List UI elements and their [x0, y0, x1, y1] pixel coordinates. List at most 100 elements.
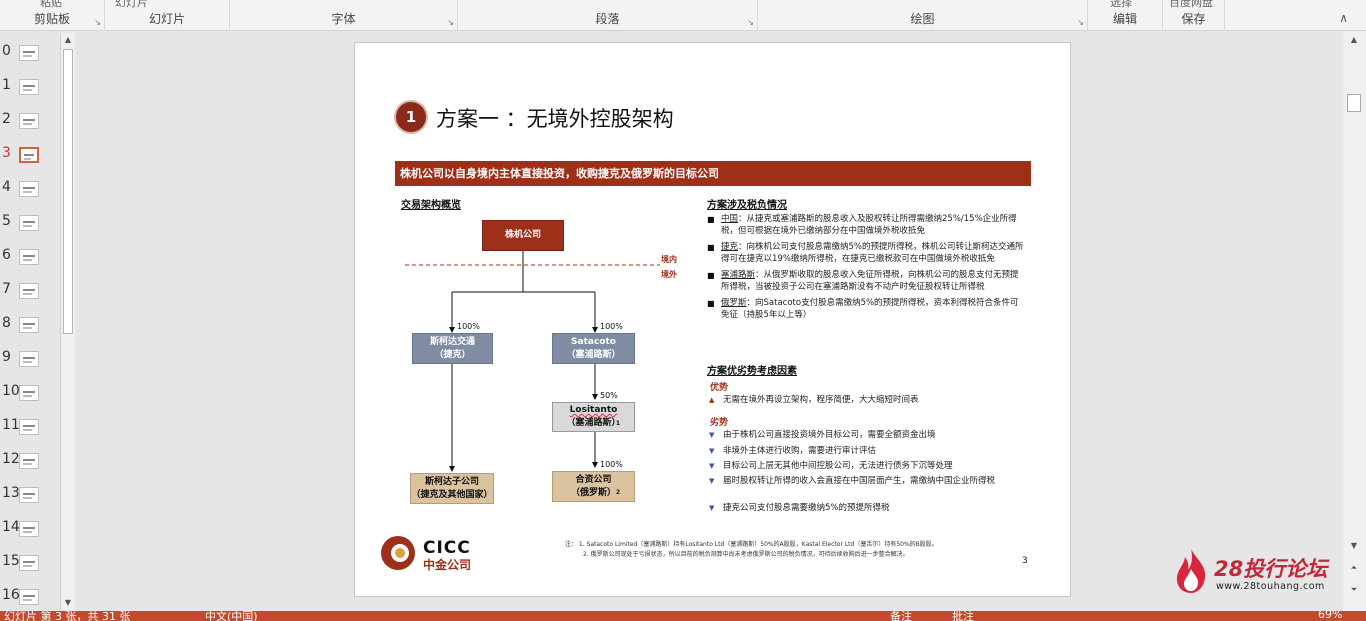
slide-thumbnail-number: 0	[2, 43, 11, 59]
slide-thumbnail-number: 11	[2, 417, 20, 433]
slide-thumbnail-image[interactable]	[19, 181, 39, 197]
footnotes[interactable]: 注： 1. Satacoto Limited（塞浦路斯）持有Lositanto …	[565, 540, 938, 560]
list-item[interactable]: ▼捷克公司支付股息需要缴纳5%的预提所得税	[709, 503, 890, 513]
group-label-editing: 编辑	[1112, 12, 1137, 26]
list-item[interactable]: ▲无需在境外再设立架构，程序简便，大大缩短时间表	[709, 395, 919, 405]
scroll-up-icon[interactable]: ▲	[64, 35, 72, 44]
slide-thumbnail[interactable]: 11	[0, 411, 60, 445]
next-slide-icon[interactable]: ⏷	[1350, 585, 1358, 594]
slide-thumbnail[interactable]: 15	[0, 547, 60, 581]
slide-thumbnail[interactable]: 9	[0, 343, 60, 377]
new-slide-label[interactable]: 幻灯片	[115, 0, 148, 9]
org-box-skoda-transport[interactable]: 斯柯达交通 （捷克）	[412, 333, 493, 364]
org-box-skoda-subsidiaries[interactable]: 斯柯达子公司 （捷克及其他国家）	[410, 473, 494, 504]
list-item[interactable]: ■塞浦路斯：从俄罗斯收取的股息收入免征所得税，向株机公司的股息支付无预提所得税，…	[707, 270, 1019, 292]
scroll-up-icon[interactable]: ▲	[1350, 35, 1358, 44]
dialog-launcher-icon[interactable]: ↘	[447, 18, 454, 27]
slide-thumbnail-image[interactable]	[19, 419, 39, 435]
ribbon-group-clipboard[interactable]: 粘贴 剪贴板 ↘	[0, 0, 105, 31]
previous-slide-icon[interactable]: ⏶	[1350, 563, 1358, 572]
ribbon-group-save[interactable]: 百度网盘 保存	[1163, 0, 1225, 31]
ribbon-group-editing[interactable]: 选择 编辑	[1088, 0, 1163, 31]
slide-thumbnail[interactable]: 12	[0, 445, 60, 479]
structure-heading: 交易架构概览	[401, 200, 461, 211]
list-item[interactable]: ▼目标公司上层无其他中间控股公司，无法进行债务下沉等处理	[709, 461, 953, 471]
slide-thumbnail-image[interactable]	[19, 283, 39, 299]
scroll-down-icon[interactable]: ▼	[1350, 541, 1358, 550]
dialog-launcher-icon[interactable]: ↘	[94, 18, 101, 27]
slide-thumbnail-image[interactable]	[19, 521, 39, 537]
dialog-launcher-icon[interactable]: ↘	[747, 18, 754, 27]
slide-thumbnail-image[interactable]	[19, 487, 39, 503]
dialog-launcher-icon[interactable]: ↘	[1077, 18, 1084, 27]
list-item[interactable]: ■捷克：向株机公司支付股息需缴纳5%的预提所得税，株机公司转让斯柯达交通所得可在…	[707, 242, 1024, 264]
slide-thumbnail[interactable]: 2	[0, 105, 60, 139]
slide-thumbnail-image[interactable]	[19, 555, 39, 571]
thumbnail-scrollbar[interactable]: ▲ ▼	[60, 33, 75, 610]
language-indicator[interactable]: 中文(中国)	[205, 611, 258, 621]
slide-thumbnail[interactable]: 10	[0, 377, 60, 411]
slide-thumbnail-image[interactable]	[19, 79, 39, 95]
slide-banner[interactable]: 株机公司以自身境内主体直接投资，收购捷克及俄罗斯的目标公司	[395, 161, 1031, 186]
slide-thumbnail[interactable]: 1	[0, 71, 60, 105]
slide-thumbnail-image[interactable]	[19, 453, 39, 469]
notes-button[interactable]: 备注	[890, 611, 912, 621]
triangle-down-icon: ▼	[709, 477, 715, 485]
org-box-joint-venture[interactable]: 合资公司 （俄罗斯） 2	[552, 471, 635, 502]
baidu-pan-label[interactable]: 百度网盘	[1169, 0, 1213, 9]
list-item[interactable]: ▼非境外主体进行收购，需要进行审计评估	[709, 446, 877, 456]
slide-thumbnail[interactable]: 4	[0, 173, 60, 207]
slide-thumbnail[interactable]: 5	[0, 207, 60, 241]
slide-thumbnail-image[interactable]	[19, 317, 39, 333]
org-box-label: 斯柯达子公司	[424, 476, 479, 487]
slide-thumbnail[interactable]: 6	[0, 241, 60, 275]
triangle-up-icon: ▲	[709, 396, 715, 404]
slide-thumbnail-image[interactable]	[19, 113, 39, 129]
footnote-line: 注： 1. Satacoto Limited（塞浦路斯）持有Lositanto …	[565, 541, 938, 548]
square-bullet-icon: ■	[707, 271, 715, 280]
list-item[interactable]: ■中国：从捷克或塞浦路斯的股息收入及股权转让所得需缴纳25%/15%企业所得税，…	[707, 214, 1017, 236]
org-box-label: 株机公司	[504, 230, 541, 240]
comments-button[interactable]: 批注	[952, 611, 974, 621]
slide-thumbnail[interactable]: 16	[0, 581, 60, 615]
collapse-ribbon-icon[interactable]: ∧	[1339, 11, 1348, 25]
scroll-thumb[interactable]	[63, 49, 73, 334]
slide-thumbnail-image[interactable]	[19, 249, 39, 265]
scroll-down-icon[interactable]: ▼	[64, 598, 72, 607]
ribbon-group-font[interactable]: 字体 ↘	[230, 0, 458, 31]
slide-thumbnail[interactable]: 0	[0, 37, 60, 71]
slide-thumbnail[interactable]: 3	[0, 139, 60, 173]
slide-thumbnail-image[interactable]	[19, 215, 39, 231]
footnote-marker: 2	[615, 489, 620, 496]
scroll-thumb[interactable]	[1347, 94, 1361, 112]
slide-thumbnail-image[interactable]	[19, 351, 39, 367]
org-box-satacoto[interactable]: Satacoto （塞浦路斯）	[552, 333, 635, 364]
list-item[interactable]: ▼由于株机公司直接投资境外目标公司，需要全额资金出境	[709, 430, 936, 440]
slide-thumbnail-image[interactable]	[19, 45, 39, 61]
list-item[interactable]: ▼届时股权转让所得的收入会直接在中国层面产生，需缴纳中国企业所得税	[709, 476, 996, 486]
slide-thumbnail[interactable]: 8	[0, 309, 60, 343]
org-box-csr-zhuji[interactable]: 株机公司	[482, 220, 564, 251]
paste-label[interactable]: 粘贴	[40, 0, 62, 9]
footnote-marker: 1	[615, 420, 620, 427]
org-box-label: 合资公司	[575, 474, 612, 485]
select-label[interactable]: 选择	[1110, 0, 1132, 9]
main-scrollbar[interactable]: ▲ ▼ ⏶ ⏷	[1343, 31, 1366, 611]
slide-thumbnail-image[interactable]	[19, 589, 39, 605]
org-box-lositanto[interactable]: Lositanto （塞浦路斯） 1	[552, 402, 635, 432]
ribbon-group-slides[interactable]: 幻灯片 幻灯片	[105, 0, 230, 31]
slide[interactable]: 1 方案一 ：无境外控股架构 株机公司以自身境内主体直接投资，收购捷克及俄罗斯的…	[354, 42, 1071, 597]
slide-thumbnail-number: 4	[2, 179, 11, 195]
slide-thumbnail[interactable]: 13	[0, 479, 60, 513]
slide-title[interactable]: 方案一 ：无境外控股架构	[436, 107, 674, 131]
slide-thumbnail-image[interactable]	[19, 147, 39, 163]
zoom-level[interactable]: 69%	[1318, 611, 1343, 621]
org-chart-connectors	[405, 251, 660, 472]
slide-thumbnail[interactable]: 7	[0, 275, 60, 309]
ribbon-group-paragraph[interactable]: 段落 ↘	[458, 0, 758, 31]
slide-thumbnail[interactable]: 14	[0, 513, 60, 547]
ribbon-group-drawing[interactable]: 绘图 ↘	[758, 0, 1088, 31]
slide-thumbnail-image[interactable]	[19, 385, 39, 401]
list-item[interactable]: ■俄罗斯：向Satacoto支付股息需缴纳5%的预提所得税，资本利得税符合条件可…	[707, 298, 1019, 320]
